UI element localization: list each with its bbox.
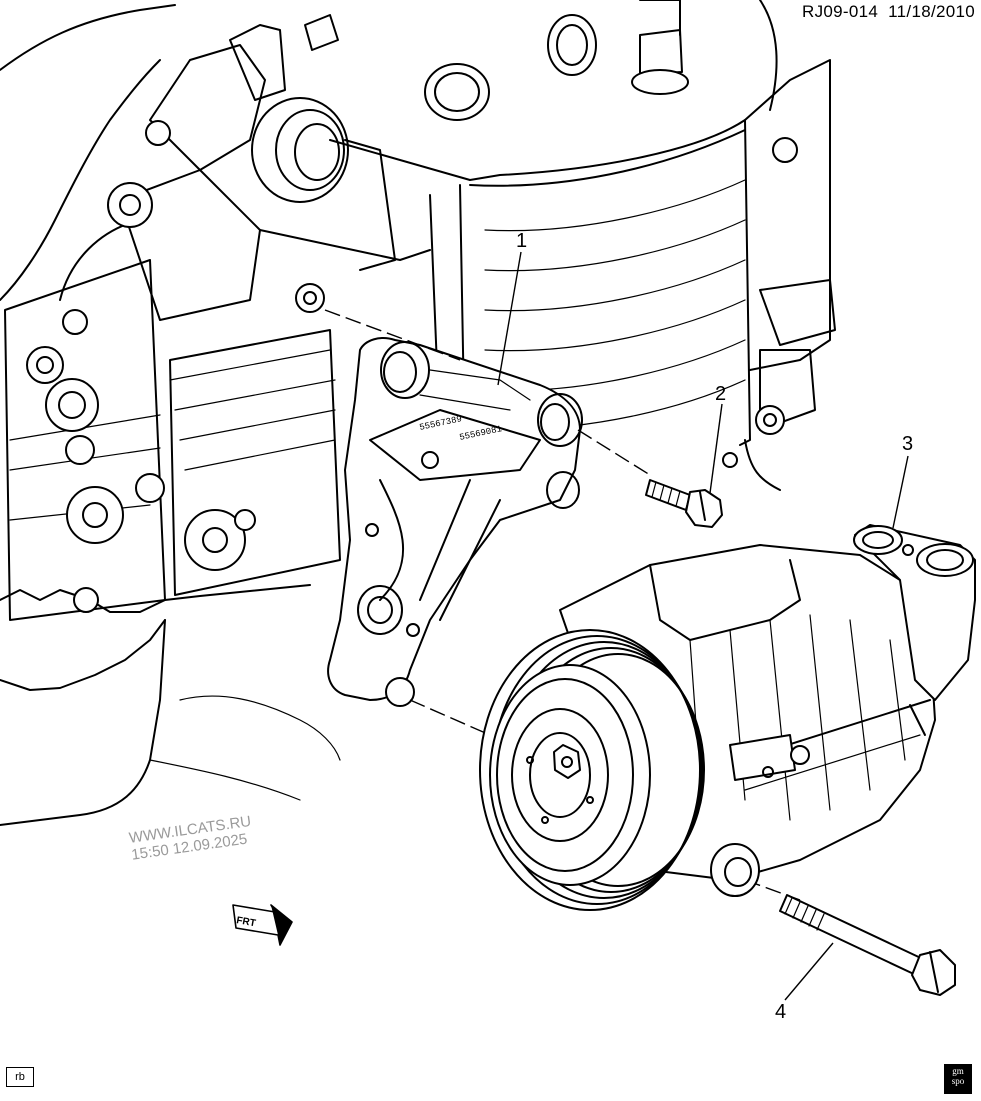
front-arrow-label: FRT [235,915,256,929]
alignment-line-upper [324,309,461,361]
logo-line-1: gm [952,1066,964,1076]
bracket-bolt [645,479,723,528]
callout-3: 3 [902,433,913,455]
callout-1: 1 [516,230,527,252]
diagram-date: 11/18/2010 [888,2,975,21]
front-direction-arrow-icon: FRT [232,904,293,946]
alignment-line-bolt2 [577,429,651,476]
intake-manifold [259,0,836,491]
leader-line-3 [892,455,909,529]
leader-line-1 [497,251,522,386]
callout-2: 2 [715,383,726,405]
compressor-bracket: 55567389 55569081 [327,337,583,707]
compressor-long-bolt [779,894,956,996]
ac-compressor [479,524,976,911]
leader-line-4 [784,942,834,1001]
gm-spo-logo-icon: gm spo [944,1064,972,1094]
leader-line-2 [709,403,723,494]
diagram-header: RJ09-014 11/18/2010 [802,2,975,22]
engine-block [0,4,349,826]
alignment-line-lower [409,699,491,736]
callout-4: 4 [775,1001,786,1023]
diagram-id: RJ09-014 [802,2,879,21]
footer-code-box: rb [6,1067,34,1087]
logo-line-2: spo [951,1076,965,1086]
